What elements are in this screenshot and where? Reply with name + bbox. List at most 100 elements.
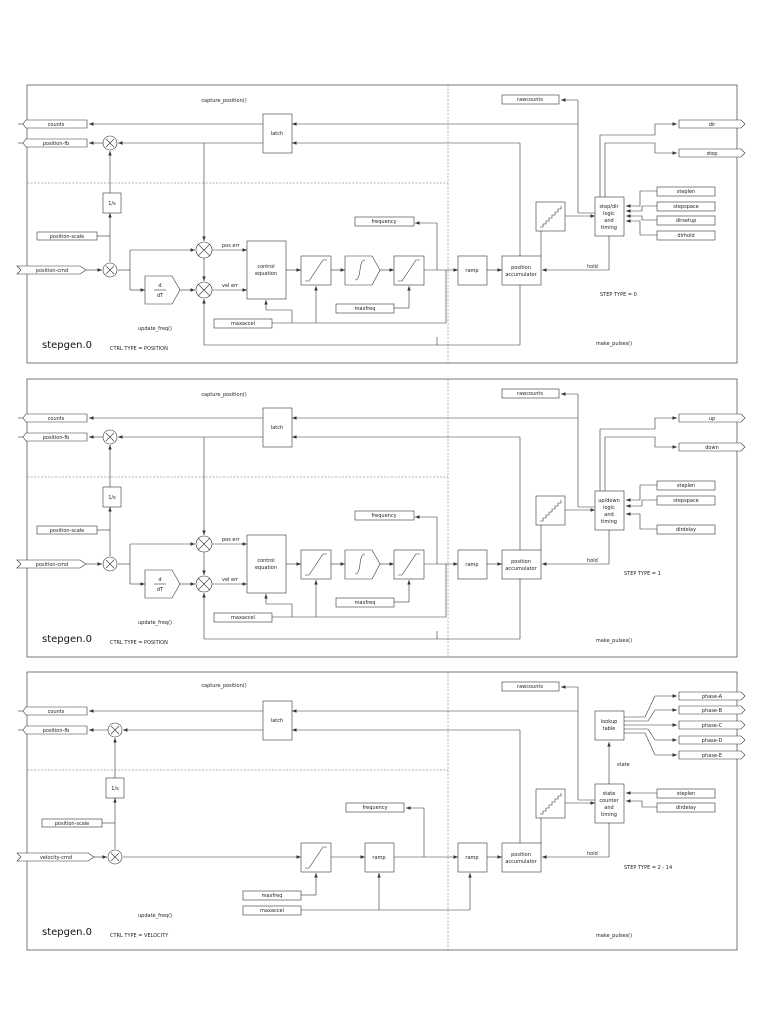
svg-text:lookup: lookup xyxy=(601,719,618,725)
svg-text:up/down: up/down xyxy=(598,498,620,504)
pin-phase-d: phase-D xyxy=(678,735,746,745)
update-function-label: update_freq() xyxy=(138,620,172,626)
svg-text:phase-E: phase-E xyxy=(702,753,722,759)
svg-text:rawcounts: rawcounts xyxy=(517,391,543,397)
svg-text:position-scale: position-scale xyxy=(50,528,85,534)
svg-text:velocity-cmd: velocity-cmd xyxy=(40,855,72,861)
param-steplen: steplen xyxy=(656,186,716,197)
pin-phase-b: phase-B xyxy=(678,705,746,715)
svg-text:steplen: steplen xyxy=(677,483,695,489)
svg-text:position: position xyxy=(511,852,531,858)
step-type-label: STEP TYPE = 0 xyxy=(600,292,637,298)
svg-text:rawcounts: rawcounts xyxy=(517,684,543,690)
svg-text:control: control xyxy=(257,558,274,564)
ramp-block-velocity: ramp xyxy=(364,842,395,873)
pin-maxfreq: maxfreq xyxy=(335,303,395,314)
pin-counts: counts xyxy=(18,413,88,423)
derivative-block: d dT xyxy=(144,275,181,305)
pin-counts: counts xyxy=(18,119,88,129)
svg-text:counts: counts xyxy=(48,122,65,128)
update-function-label: update_freq() xyxy=(138,913,172,919)
integrator-block xyxy=(344,549,381,580)
pin-frequency: frequency xyxy=(345,802,405,813)
limiter-block xyxy=(300,842,332,873)
svg-text:d: d xyxy=(158,283,161,289)
pin-position-fb: position-fb xyxy=(18,138,88,148)
pin-position-scale: position-scale xyxy=(36,525,98,535)
pin-frequency: frequency xyxy=(354,510,415,521)
ctrl-type-label: CTRL TYPE = POSITION xyxy=(110,640,168,646)
pin-velocity-cmd: velocity-cmd xyxy=(16,852,95,862)
step-type-label: STEP TYPE = 2 - 14 xyxy=(624,865,672,871)
svg-text:phase-D: phase-D xyxy=(702,738,723,744)
quantizer-block xyxy=(535,788,566,819)
svg-text:position-fb: position-fb xyxy=(43,728,70,734)
pin-counts: counts xyxy=(18,706,88,716)
pos-err-label: pos err xyxy=(222,243,240,249)
panel-step-type-1: capture_position() update_freq() make_pu… xyxy=(16,378,746,658)
ctrl-type-label: CTRL TYPE = VELOCITY xyxy=(110,933,169,939)
step-type-label: STEP TYPE = 1 xyxy=(624,571,661,577)
summer-vel-err xyxy=(195,281,213,299)
svg-text:dirsetup: dirsetup xyxy=(676,218,697,224)
svg-text:position-scale: position-scale xyxy=(55,821,90,827)
svg-text:phase-A: phase-A xyxy=(702,694,723,700)
svg-text:timing: timing xyxy=(601,812,617,818)
svg-text:stepspace: stepspace xyxy=(673,204,698,210)
svg-text:position: position xyxy=(511,559,531,565)
pin-position-fb: position-fb xyxy=(18,725,88,735)
svg-text:dirdelay: dirdelay xyxy=(676,805,696,811)
param-stepspace: stepspace xyxy=(656,495,716,506)
quantizer-block xyxy=(535,201,566,232)
panel-frame xyxy=(26,378,738,658)
latch-block: latch xyxy=(262,407,293,448)
svg-text:logic: logic xyxy=(603,505,615,511)
pin-phase-c: phase-C xyxy=(678,720,746,730)
svg-text:timing: timing xyxy=(601,225,617,231)
param-steplen: steplen xyxy=(656,480,716,491)
pin-position-cmd: position-cmd xyxy=(16,559,87,569)
param-dirdelay: dirdelay xyxy=(656,524,716,535)
svg-text:state: state xyxy=(603,791,616,797)
pin-down: down xyxy=(678,442,746,452)
panel-frame xyxy=(26,84,738,364)
svg-text:position-cmd: position-cmd xyxy=(36,562,68,568)
svg-text:frequency: frequency xyxy=(362,805,387,811)
update-function-label: update_freq() xyxy=(138,326,172,332)
capture-function-label: capture_position() xyxy=(201,392,246,398)
pin-position-scale: position-scale xyxy=(36,231,98,241)
svg-text:1/s: 1/s xyxy=(108,201,116,207)
lookup-table-block: lookup table xyxy=(594,710,625,741)
pin-position-cmd: position-cmd xyxy=(16,265,87,275)
svg-text:d: d xyxy=(158,577,161,583)
panel-step-type-0: capture_position() update_freq() make_pu… xyxy=(16,84,746,364)
svg-text:position-fb: position-fb xyxy=(43,141,70,147)
svg-text:down: down xyxy=(705,445,719,451)
pin-step: step xyxy=(678,148,746,158)
param-dirdelay: dirdelay xyxy=(656,802,716,813)
pin-frequency: frequency xyxy=(354,216,415,227)
multiplier-fb xyxy=(102,135,118,151)
ramp-block: ramp xyxy=(457,255,488,286)
svg-text:ramp: ramp xyxy=(465,562,478,568)
svg-text:accumulator: accumulator xyxy=(505,566,537,572)
panel-frame xyxy=(26,671,738,951)
hold-label: hold xyxy=(587,851,598,857)
svg-text:maxaccel: maxaccel xyxy=(260,908,284,914)
panel-title: stepgen.0 xyxy=(42,340,92,351)
vel-err-label: vel err xyxy=(222,283,239,289)
svg-text:counts: counts xyxy=(48,709,65,715)
multiplier-cmd xyxy=(102,262,118,278)
svg-text:position: position xyxy=(511,265,531,271)
svg-text:latch: latch xyxy=(271,425,283,431)
multiplier-fb xyxy=(107,722,123,738)
svg-text:counter: counter xyxy=(599,798,619,804)
state-label: state xyxy=(617,762,630,768)
pin-maxaccel: maxaccel xyxy=(242,905,302,916)
svg-text:ramp: ramp xyxy=(465,268,478,274)
reciprocal-block: 1/s xyxy=(105,777,125,799)
svg-text:ramp: ramp xyxy=(465,855,478,861)
pin-rawcounts: rawcounts xyxy=(501,681,560,692)
pin-maxfreq: maxfreq xyxy=(335,597,395,608)
